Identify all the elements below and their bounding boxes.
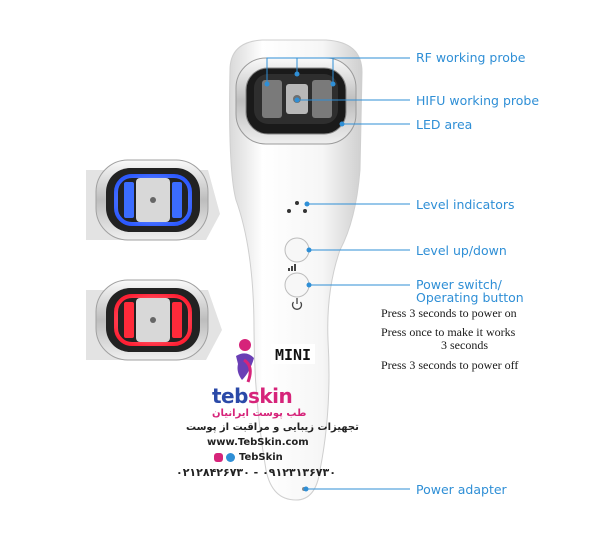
tebskin-logo-figure: [236, 339, 254, 383]
telegram-icon: [226, 452, 236, 462]
led-area-label: LED area: [416, 117, 473, 132]
tebskin-subtitle: تجهیزات زیبایی و مراقبت از پوست: [186, 422, 359, 433]
brand-skin: skin: [247, 384, 293, 408]
level-indicators-label: Level indicators: [416, 197, 515, 212]
level-button[interactable]: [284, 237, 310, 263]
tebskin-phones: ۰۲۱۲۸۴۲۶۷۳۰ - ۰۹۱۲۳۱۳۶۷۳۰: [176, 466, 336, 479]
rf-probe-label: RF working probe: [416, 50, 526, 65]
red-led-inset: [86, 279, 222, 361]
note-press-once-duration: 3 seconds: [441, 338, 488, 352]
blue-led-inset: [86, 159, 220, 241]
signal-icon: [288, 264, 296, 271]
callout-lines: [266, 57, 410, 490]
note-power-off: Press 3 seconds to power off: [381, 358, 519, 372]
rf-probe-left: [262, 80, 282, 118]
tebskin-tagline: طب پوست ایرانیان: [212, 408, 307, 419]
brand-teb: teb: [212, 384, 248, 408]
device-logo-box: [271, 344, 315, 364]
instagram-icon: [214, 452, 223, 462]
callout-dots: [264, 71, 345, 492]
power-adapter-label: Power adapter: [416, 482, 507, 497]
level-indicator-dots: [287, 201, 307, 213]
power-switch-label-line1: Power switch/: [416, 277, 502, 292]
tebskin-brand: tebskin: [212, 384, 293, 408]
device-logo: MINI: [275, 346, 311, 364]
power-icon: [291, 298, 303, 310]
note-power-on: Press 3 seconds to power on: [381, 306, 517, 320]
tebskin-social: TebSkin: [214, 452, 283, 463]
rf-probe-right: [312, 80, 332, 118]
note-press-once: Press once to make it works: [381, 325, 516, 339]
hifu-probe-label: HIFU working probe: [416, 93, 540, 108]
tebskin-website[interactable]: www.TebSkin.com: [207, 437, 309, 448]
level-updown-label: Level up/down: [416, 243, 507, 258]
rf-bracket: [266, 57, 334, 82]
power-button[interactable]: [284, 272, 310, 298]
tebskin-handle[interactable]: TebSkin: [238, 452, 283, 463]
power-switch-label-line2: Operating button: [416, 290, 524, 305]
